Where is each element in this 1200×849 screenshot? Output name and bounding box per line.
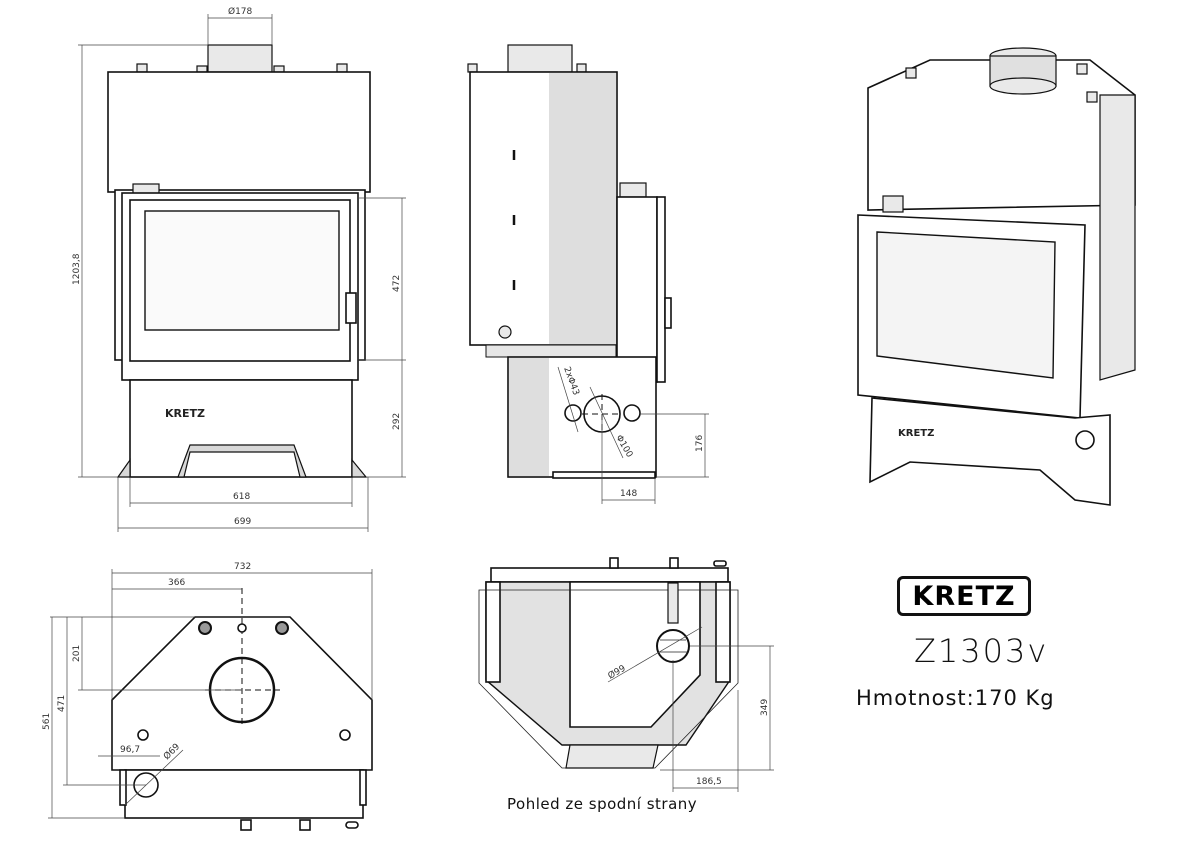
bottom-view: Ø99 349 186,5 <box>478 557 774 792</box>
dim-top-width: 732 <box>234 562 251 572</box>
kretz-logo: KRETZ <box>897 576 1031 616</box>
front-view: KRETZ Ø178 1203,8 472 292 618 699 <box>72 6 406 532</box>
door-glass <box>144 210 340 331</box>
front-brand-plate: KRETZ <box>165 407 205 420</box>
dim-bottom-inlet-offset: 186,5 <box>696 777 722 787</box>
dim-base-height: 292 <box>392 413 402 430</box>
top-view: 732 366 201 471 561 96,7 Ø69 <box>42 562 373 831</box>
bottom-view-caption: Pohled ze spodní strany <box>507 795 698 813</box>
dim-side-hole-offset: 148 <box>620 489 637 499</box>
isometric-view: KRETZ <box>857 47 1136 506</box>
dim-total-width: 699 <box>234 517 251 527</box>
dim-total-height: 1203,8 <box>72 253 82 285</box>
dim-top-pipe-depth: 471 <box>57 695 67 712</box>
dim-bottom-inlet-depth: 349 <box>760 699 770 716</box>
dim-inner-width: 618 <box>233 492 250 502</box>
dim-top-pipe-offset: 96,7 <box>120 745 140 755</box>
dim-top-total-depth: 561 <box>42 713 52 730</box>
heat-exchanger-body <box>107 71 371 193</box>
dim-top-center: 366 <box>168 578 185 588</box>
dim-top-flue-offset: 201 <box>72 645 82 662</box>
model-name: Z1303v <box>914 632 1049 670</box>
dim-flue-diameter: Ø178 <box>228 6 253 17</box>
base-stand <box>129 379 353 478</box>
flue-collar <box>207 44 273 73</box>
side-view: 2xΦ43 Φ100 176 148 <box>467 44 709 504</box>
dim-door-height: 472 <box>392 275 402 292</box>
weight-label: Hmotnost:170 Kg <box>856 686 1055 710</box>
dim-side-hole-height: 176 <box>695 435 705 452</box>
iso-brand-plate: KRETZ <box>898 428 934 439</box>
